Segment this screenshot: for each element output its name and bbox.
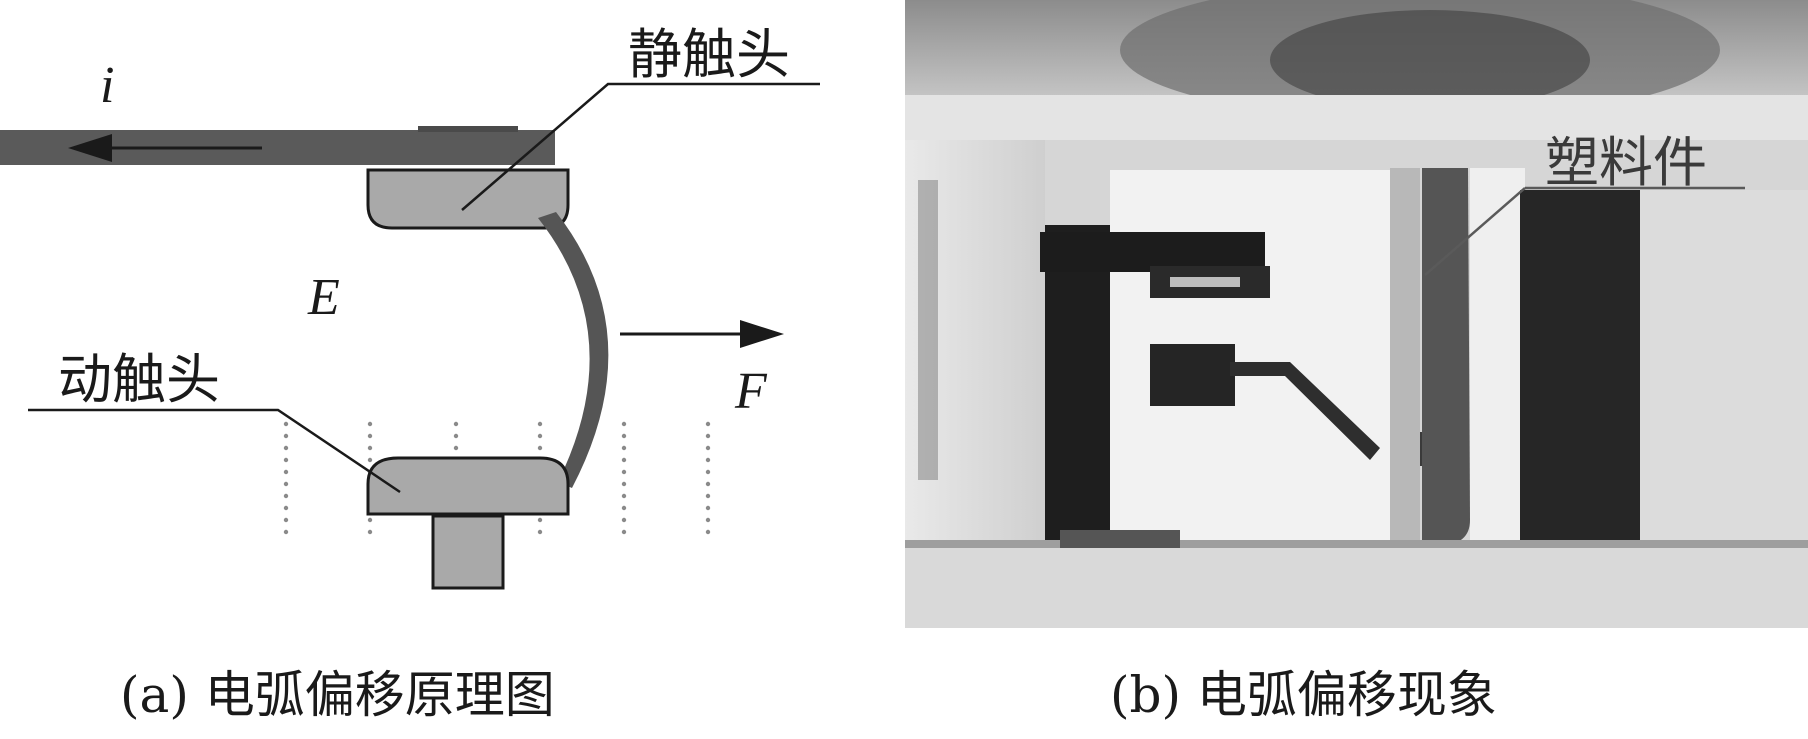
field-dot [705,433,711,439]
field-label: E [308,269,340,326]
field-dot [283,517,289,523]
moving-contact-stem [431,514,505,590]
caption-a: (a) 电弧偏移原理图 [120,666,555,724]
field-dot [283,457,289,463]
field-dot [367,433,373,439]
field-dot [367,445,373,451]
field-dot [705,517,711,523]
field-dot [453,433,459,439]
field-dot [283,481,289,487]
field-dot [453,421,459,427]
field-dot [621,505,627,511]
field-dot [705,481,711,487]
caption-b: (b) 电弧偏移现象 [1110,666,1497,724]
field-dot [537,445,543,451]
field-dot [705,457,711,463]
field-dot [283,421,289,427]
field-dot [705,529,711,535]
field-dot [283,445,289,451]
force-arrow [620,320,784,348]
electric-arc [538,212,609,488]
current-arrow [68,134,262,162]
field-dot [367,517,373,523]
field-dot [705,469,711,475]
field-dot [621,529,627,535]
field-dot [537,517,543,523]
field-dot [621,469,627,475]
field-dot [621,517,627,523]
field-dot [283,433,289,439]
plastic-part-leader [1424,187,1526,276]
field-dot [621,421,627,427]
field-dot [705,421,711,427]
current-label: i [100,57,115,114]
conductor-bar-joint [418,126,518,132]
field-dot [453,445,459,451]
field-dot [367,529,373,535]
field-dot [283,505,289,511]
field-dot [621,481,627,487]
moving-contact [366,456,570,516]
field-dot [283,493,289,499]
field-dot [621,493,627,499]
field-dot [367,457,373,463]
force-label: F [735,363,767,420]
field-dot [537,433,543,439]
moving-contact-label: 动触头 [58,348,220,411]
field-dot [537,421,543,427]
field-dot [621,457,627,463]
panel-b-photo [905,0,1808,628]
field-dot [283,469,289,475]
static-contact [366,168,570,230]
field-dot [367,421,373,427]
panel-a-diagram [0,82,820,590]
moving-contact-leader [28,408,401,494]
field-dot [705,445,711,451]
field-dot [621,433,627,439]
static-contact-label: 静触头 [628,23,790,86]
plastic-part-label: 塑料件 [1545,131,1707,194]
field-dot [283,529,289,535]
field-dot [705,505,711,511]
field-dot [705,493,711,499]
field-dot [537,529,543,535]
field-dot [621,445,627,451]
static-contact-leader [461,82,820,211]
